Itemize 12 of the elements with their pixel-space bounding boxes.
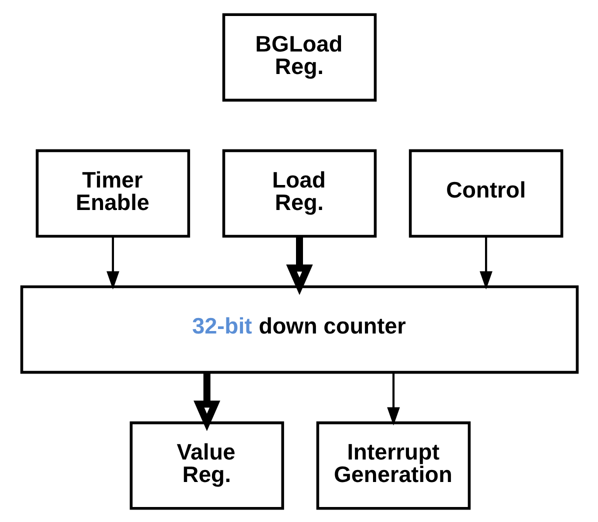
arrow bbox=[106, 236, 119, 289]
node-box: Interrupt Generation bbox=[316, 420, 470, 510]
node-box: 32-bit down counter bbox=[20, 284, 578, 374]
arrow bbox=[286, 236, 312, 295]
arrow bbox=[193, 372, 220, 431]
arrow bbox=[479, 236, 492, 289]
node-box: Timer Enable bbox=[35, 148, 190, 238]
node-box: Load Reg. bbox=[222, 148, 376, 238]
node-box: BGLoad Reg. bbox=[222, 12, 376, 102]
arrow bbox=[386, 372, 400, 426]
node-box: Control bbox=[408, 148, 563, 238]
node-box: Value Reg. bbox=[129, 420, 284, 510]
